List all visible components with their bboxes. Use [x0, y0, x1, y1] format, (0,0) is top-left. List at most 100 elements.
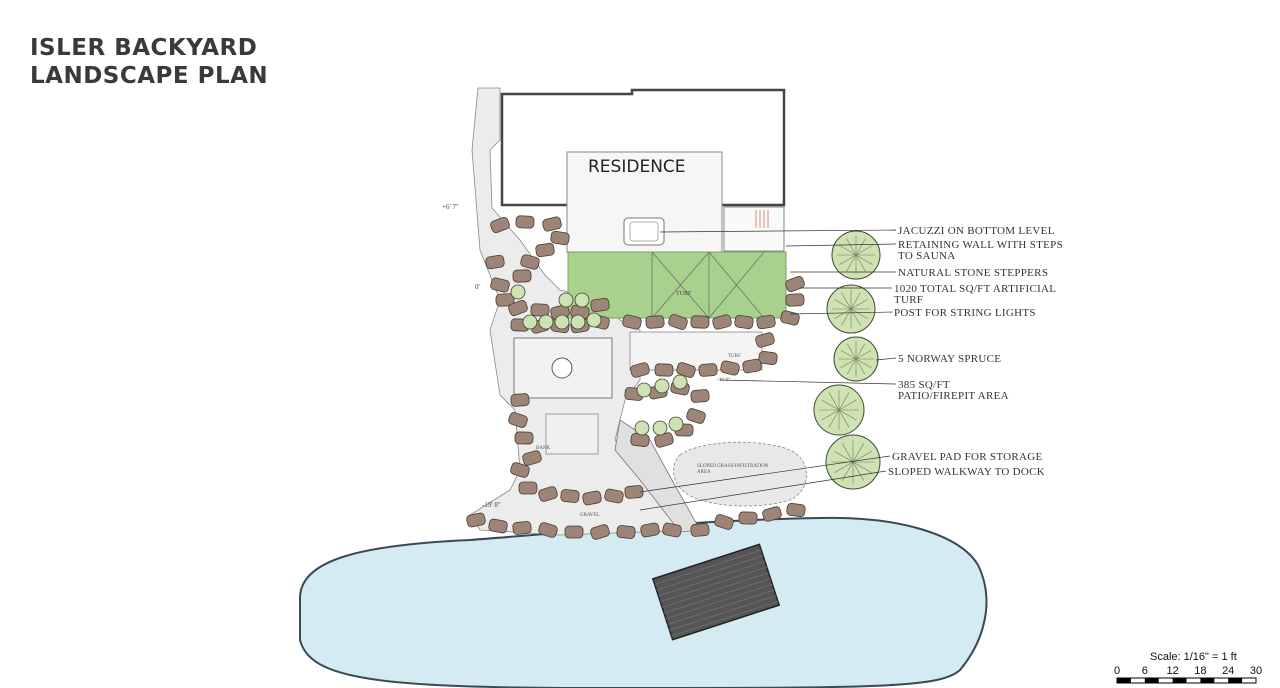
stone — [698, 363, 718, 377]
callout-label: 1020 TOTAL SQ/FT ARTIFICIAL — [894, 283, 1056, 295]
dock: DOCK — [651, 543, 781, 641]
shrub — [558, 292, 574, 308]
turf-small-label: TURF — [728, 354, 741, 359]
scale-tick: 30 — [1250, 665, 1262, 677]
shrub — [652, 420, 668, 436]
callout-leader — [639, 470, 887, 511]
stone — [720, 360, 740, 376]
stone — [624, 485, 644, 499]
stone — [758, 351, 778, 365]
stone — [518, 481, 538, 495]
stone — [662, 522, 682, 538]
stone — [762, 506, 782, 522]
natural-stone-walls — [466, 215, 806, 540]
stone — [785, 293, 805, 307]
shrub — [636, 382, 652, 398]
shrub — [668, 416, 684, 432]
stone — [488, 518, 508, 534]
callout-label: SLOPED WALKWAY TO DOCK — [888, 466, 1045, 478]
shrub — [538, 314, 554, 330]
callout-leader — [719, 379, 897, 385]
residence-label: RESIDENCE — [588, 157, 686, 177]
stone — [654, 363, 674, 377]
stone — [630, 362, 650, 378]
gravel-label: GRAVEL — [580, 513, 600, 518]
stone — [755, 332, 775, 348]
stone — [686, 408, 706, 424]
elevation-bottom: -19' 8" — [482, 501, 501, 509]
stone — [582, 490, 602, 506]
sloped-area-label-2: AREA — [697, 470, 711, 475]
plan-title: ISLER BACKYARD LANDSCAPE PLAN — [30, 34, 268, 90]
stone — [495, 293, 515, 307]
shrub — [510, 284, 526, 300]
callout-label: PATIO/FIREPIT AREA — [898, 390, 1009, 402]
turf-label: TURF — [676, 291, 692, 297]
shrub — [574, 292, 590, 308]
shrub — [522, 314, 538, 330]
shrub — [654, 378, 670, 394]
stone — [712, 314, 732, 330]
stone — [515, 215, 535, 229]
stone — [560, 489, 580, 503]
dock-label: DOCK — [708, 589, 723, 598]
callout-label: TO SAUNA — [898, 250, 956, 262]
stone — [690, 315, 710, 329]
callout-leader-lines — [639, 229, 897, 511]
stone — [512, 269, 532, 283]
sauna — [723, 206, 785, 252]
callout-label: 385 SQ/FT — [898, 379, 950, 391]
stone — [590, 524, 610, 540]
stone — [510, 393, 530, 407]
callout-label: 5 NORWAY SPRUCE — [898, 353, 1001, 365]
stone — [508, 412, 528, 428]
scale-label: Scale: 1/16" = 1 ft — [1150, 651, 1237, 663]
stone — [564, 525, 584, 539]
firepit — [551, 357, 573, 379]
bank-label: BANK — [536, 446, 551, 451]
stone — [738, 511, 758, 525]
stone — [616, 525, 636, 539]
stone — [780, 310, 800, 326]
stone — [535, 242, 555, 258]
elevation-top: +6' 7" — [442, 203, 459, 211]
stone — [690, 389, 710, 403]
scale-tick: 18 — [1194, 665, 1206, 677]
plan-title-line1: ISLER BACKYARD — [30, 35, 258, 61]
stone — [604, 488, 624, 504]
stone — [640, 522, 660, 538]
stone — [490, 217, 510, 233]
norway-spruce-trees — [813, 230, 881, 490]
stone — [590, 297, 610, 313]
shrub — [570, 314, 586, 330]
stone — [508, 300, 528, 316]
stone — [542, 216, 562, 232]
shrub — [672, 374, 688, 390]
elevation-middle: 0' — [475, 283, 480, 291]
stone — [522, 450, 542, 466]
lake — [299, 516, 988, 688]
stone — [734, 314, 754, 330]
callout-label: RETAINING WALL WITH STEPS — [898, 239, 1063, 251]
stone — [490, 277, 510, 293]
stone — [466, 512, 486, 528]
callout-leader — [785, 243, 897, 247]
stone — [485, 254, 505, 270]
stone — [530, 303, 550, 317]
shrub — [586, 312, 602, 328]
sitting-area — [629, 331, 763, 371]
callout-label: POST FOR STRING LIGHTS — [894, 307, 1036, 319]
stone — [785, 276, 805, 292]
stone — [714, 514, 734, 530]
shrub — [554, 314, 570, 330]
scale-tick: 24 — [1222, 665, 1234, 677]
sloped-grass-area — [673, 441, 807, 507]
dining-area — [545, 413, 599, 455]
scale-tick: 6 — [1142, 665, 1148, 677]
stone — [676, 362, 696, 378]
stone — [668, 314, 688, 330]
stone — [756, 314, 776, 330]
